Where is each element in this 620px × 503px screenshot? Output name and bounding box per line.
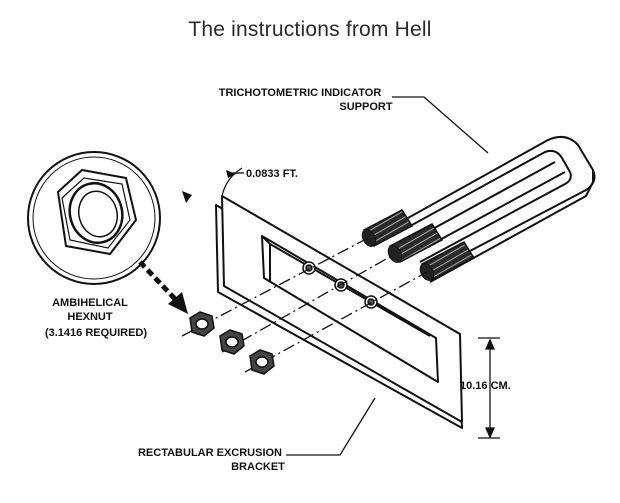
detail-arrow xyxy=(138,260,188,314)
bracket-label-line1: RECTABULAR EXCRUSION xyxy=(138,447,282,459)
bracket-label-line2: BRACKET xyxy=(231,461,285,473)
support-label-line1: TRICHOTOMETRIC INDICATOR xyxy=(219,87,382,99)
hexnut-detail-callout xyxy=(27,151,161,285)
leader-lines xyxy=(221,96,489,456)
hexnut-label-line3: (3.1416 REQUIRED) xyxy=(45,327,147,339)
hexnut-label-line2: HEXNUT xyxy=(67,311,113,323)
diagram-title: The instructions from Hell xyxy=(188,18,432,41)
dimension-ft-label: 0.0833 FT. xyxy=(246,168,298,180)
hexnut-label-line1: AMBIHELICAL xyxy=(52,297,128,309)
support-label-line2: SUPPORT xyxy=(339,101,392,113)
trichotometric-indicator-support xyxy=(371,135,596,283)
alignment-lines xyxy=(181,237,428,373)
dimension-cm-label: 10.16 CM. xyxy=(460,380,511,392)
hexnut-2 xyxy=(219,329,245,355)
ft-dimension-arrows xyxy=(182,170,236,203)
cm-dimension xyxy=(478,337,500,439)
hexnut-3 xyxy=(249,349,275,375)
hexnut-1 xyxy=(189,311,215,337)
